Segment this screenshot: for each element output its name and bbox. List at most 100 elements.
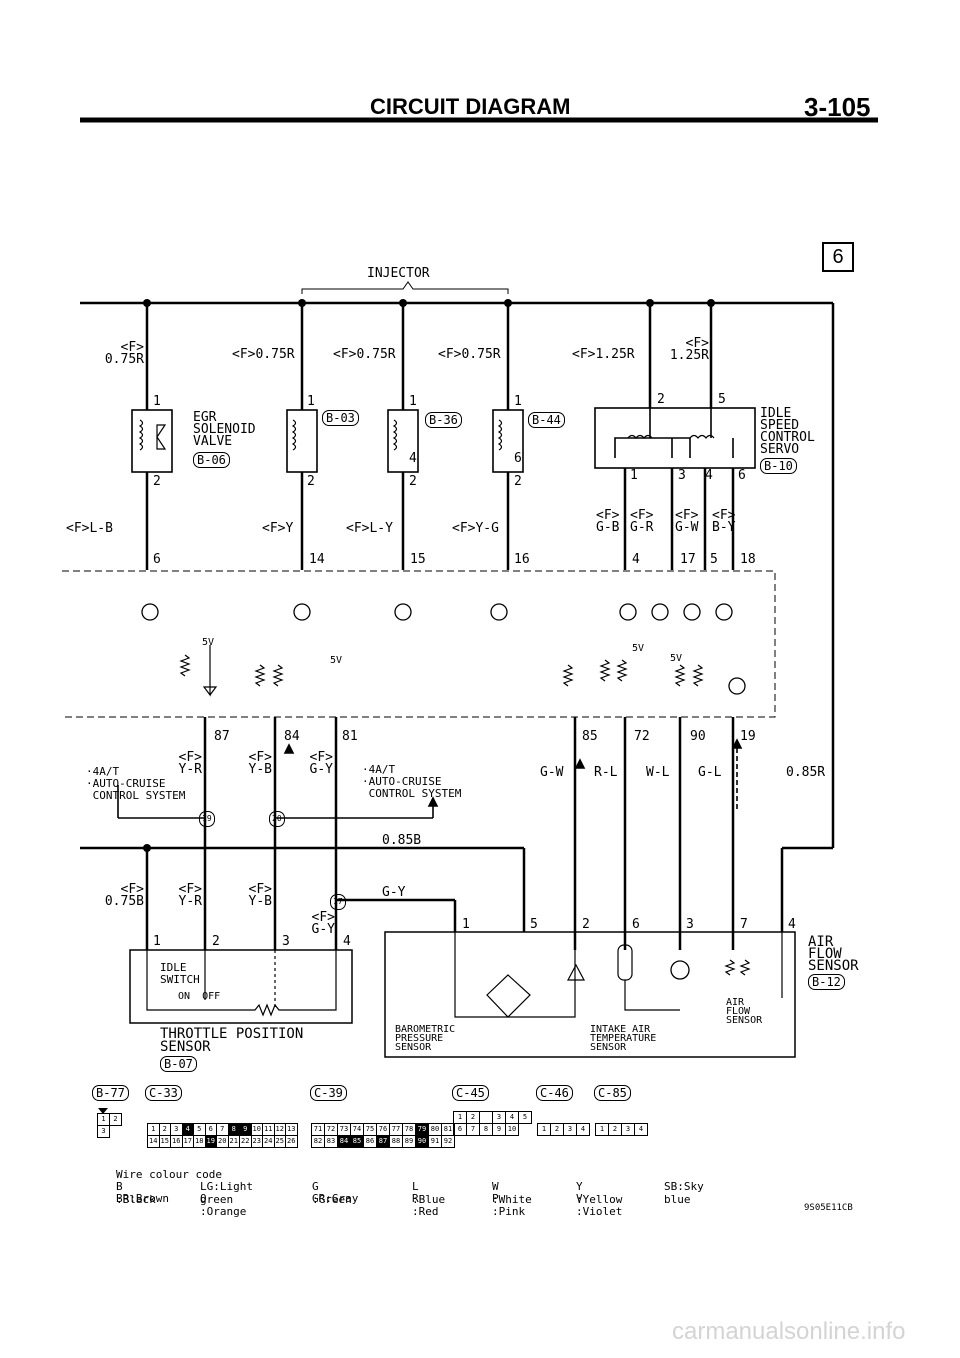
afs-pin-2: 2 [582, 917, 590, 932]
watermark: carmanualsonline.info [672, 1318, 906, 1345]
ecu-pin-5: 5 [710, 552, 718, 567]
ecu-pin-17: 17 [680, 552, 696, 567]
legend-entry: SB:Sky blue [664, 1180, 704, 1206]
tps-wire-1: <F> 0.75B [104, 882, 144, 909]
section-badge: 6 [822, 242, 854, 272]
legend-entry: LG:Light green [200, 1180, 253, 1206]
legend-title: Wire colour code [116, 1168, 222, 1181]
wire-label-90: W-L [646, 765, 670, 780]
inj3-pin-2: 2 [514, 474, 522, 489]
injector-label: INJECTOR [367, 266, 430, 281]
isc-pin-1: 1 [630, 468, 638, 483]
connection-19: 19 [199, 811, 215, 827]
ecu-pin-4: 4 [632, 552, 640, 567]
c39-cell: 85 [350, 1135, 364, 1148]
isc-servo-label: IDLE SPEED CONTROL SERVO [760, 406, 815, 457]
legend-entry: BR:Brown [116, 1192, 169, 1205]
ecu-5v-label-2: 5V [330, 655, 343, 666]
c45-cell: 6 [453, 1123, 467, 1136]
afs-pin-5: 5 [530, 917, 538, 932]
c39-cell: 86 [363, 1135, 377, 1148]
connector-face-b77: 1 2 3 [97, 1113, 122, 1138]
b77-cell-3: 3 [97, 1125, 110, 1138]
ecu-5v-label-1: 5V [202, 637, 215, 648]
ecu-pin-14: 14 [309, 552, 325, 567]
wire-label-19: G-L [698, 765, 722, 780]
legend-entry: O :Orange [200, 1192, 247, 1218]
egr-solenoid-label: EGR SOLENOID VALVE [193, 410, 256, 449]
ecu-pin-15: 15 [410, 552, 426, 567]
c85-cell: 3 [621, 1123, 635, 1136]
connector-code-c45: C-45 [452, 1085, 489, 1101]
connector-code-b77: B-77 [92, 1085, 129, 1101]
c46-cell: 2 [550, 1123, 564, 1136]
connection-20: 20 [269, 811, 285, 827]
ecu-pin-6: 6 [153, 552, 161, 567]
page-title: CIRCUIT DIAGRAM [370, 94, 571, 119]
isc-pin-3: 3 [678, 468, 686, 483]
c45-cell: 5 [518, 1111, 532, 1124]
tps-wire-2: <F> Y-R [178, 882, 202, 909]
c85-cell: 4 [634, 1123, 648, 1136]
inj1-pin-1: 1 [307, 394, 315, 409]
legend-entry: G :Green [312, 1180, 352, 1206]
inj3-wire-label: <F>Y-G [452, 521, 499, 536]
tps-pin-1: 1 [153, 934, 161, 949]
idle-switch-on-off: ON OFF [178, 991, 221, 1002]
c85-cell: 1 [595, 1123, 609, 1136]
legend-entry: B :Black [116, 1180, 156, 1206]
wire-label-power-right: 0.85R [786, 765, 826, 780]
c39-cell: 89 [402, 1135, 416, 1148]
tps-name: THROTTLE POSITION SENSOR [160, 1026, 304, 1055]
c45-cell: 7 [466, 1123, 480, 1136]
ecu-5v-label-4: 5V [670, 653, 683, 664]
isc-connector-code: B-10 [760, 458, 797, 474]
tps-wire-4: <F> G-Y [311, 910, 335, 937]
c39-cell: 82 [311, 1135, 325, 1148]
connector-code-c46: C-46 [536, 1085, 573, 1101]
c39-cell: 84 [337, 1135, 351, 1148]
c46-cell: 4 [576, 1123, 590, 1136]
afs-pin-1: 1 [462, 917, 470, 932]
inj3-pin-6: 6 [514, 451, 522, 466]
legend-entry: Y :Yellow [576, 1180, 623, 1206]
c46-cell: 1 [537, 1123, 551, 1136]
ecu-pin-90: 90 [690, 729, 706, 744]
c39-cell: 90 [415, 1135, 429, 1148]
tps-pin-3: 3 [282, 934, 290, 949]
inj1-pin-2: 2 [307, 474, 315, 489]
afs-pin-6: 6 [632, 917, 640, 932]
c39-cell: 91 [428, 1135, 442, 1148]
ecu-5v-label-3: 5V [632, 643, 645, 654]
afs-pin-7: 7 [740, 917, 748, 932]
ecu-pin-81: 81 [342, 729, 358, 744]
connector-code-c33: C-33 [145, 1085, 182, 1101]
isc-wire-label-1: <F> G-B [596, 508, 620, 535]
wire-label-inj1-feed: <F>0.75R [232, 347, 295, 362]
c45-cell: 10 [505, 1123, 519, 1136]
b77-cell-2: 2 [109, 1113, 122, 1126]
afs-inner-label: AIR FLOW SENSOR [726, 997, 763, 1026]
ecu-pin-85: 85 [582, 729, 598, 744]
egr-pin-2: 2 [153, 474, 161, 489]
ecu-pin-19: 19 [740, 729, 756, 744]
idle-switch-label: IDLE SWITCH [160, 961, 200, 986]
egr-wire-label: <F>L-B [66, 521, 113, 536]
legend-entry: L :Blue [412, 1180, 446, 1206]
air-flow-sensor-label: AIR FLOW SENSOR [808, 934, 859, 974]
connector-code-c39: C-39 [310, 1085, 347, 1101]
ecu-pin-84: 84 [284, 729, 300, 744]
tps-wire-4-top: G-Y [382, 885, 406, 900]
tps-pin-2: 2 [212, 934, 220, 949]
wire-label-isc-feed-b: <F> 1.25R [669, 336, 709, 363]
barometric-sensor-label: BAROMETRIC PRESSURE SENSOR [395, 1024, 456, 1053]
legend-entry: W :White [492, 1180, 532, 1206]
inj2-pin-1: 1 [409, 394, 417, 409]
ecu-pin-18: 18 [740, 552, 756, 567]
wire-label-inj2-feed: <F>0.75R [333, 347, 396, 362]
